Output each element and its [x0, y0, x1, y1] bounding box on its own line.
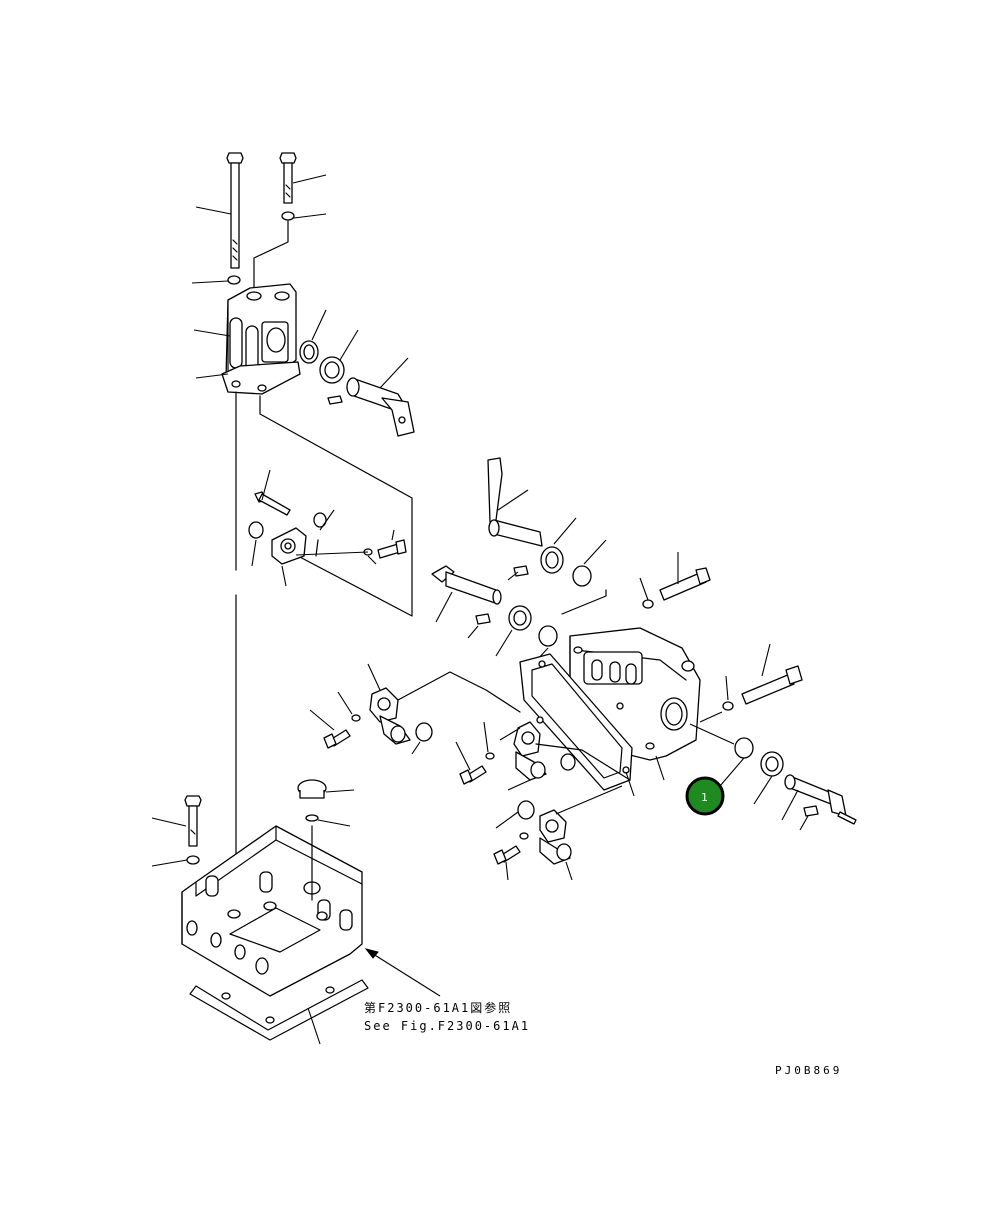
plug: [297, 779, 327, 799]
washer: [281, 211, 295, 221]
right-shaft-group: [719, 737, 857, 831]
washer: [351, 714, 361, 722]
right-lever: [487, 457, 543, 547]
left-linkage-3: [493, 785, 623, 881]
upper-assembly: [191, 152, 415, 437]
bearing: [760, 751, 784, 777]
right-lever-shaft: [784, 774, 857, 825]
bolt: [377, 539, 407, 559]
bearing: [508, 605, 532, 631]
middle-lever-shaft: [431, 565, 502, 605]
bolt: [459, 765, 487, 785]
washer: [642, 599, 654, 609]
left-linkage-2: [455, 721, 631, 791]
bolt: [323, 729, 351, 749]
bushing: [734, 737, 754, 759]
bushing: [415, 722, 433, 742]
upper-bushing: [299, 340, 319, 364]
collar: [313, 512, 327, 528]
washer: [722, 701, 734, 711]
lower-assembly: [151, 779, 369, 1045]
left-linkage-1: [309, 663, 433, 755]
bolt: [184, 795, 202, 847]
callout-marker-1[interactable]: 1: [685, 776, 725, 816]
upper-bearing: [319, 356, 345, 384]
middle-left-group: [248, 469, 407, 587]
washer: [227, 275, 241, 285]
callout-label: 1: [701, 791, 708, 804]
group-boundary: [259, 395, 413, 617]
middle-shaft-group: [431, 565, 558, 673]
long-bolt: [659, 567, 711, 601]
drawing-code: PJ0B869: [775, 1064, 842, 1077]
lower-gasket: [189, 979, 369, 1041]
bolt: [493, 845, 521, 865]
bushing: [538, 625, 558, 647]
port: [660, 697, 688, 731]
body-leader: [655, 755, 665, 781]
link-guide-line: [397, 671, 521, 713]
reference-note-jp: 第F2300-61A1図参照: [364, 1000, 512, 1015]
gasket-leader: [625, 771, 635, 797]
o-ring: [305, 814, 319, 822]
washer: [186, 855, 200, 865]
pin: [475, 613, 491, 625]
bushing: [517, 800, 535, 820]
bolt: [254, 491, 291, 516]
right-long-bolt: [689, 643, 803, 745]
bushing: [560, 753, 576, 771]
pin: [327, 395, 343, 405]
bushing: [248, 521, 264, 539]
reference-callout: 第F2300-61A1図参照 See Fig.F2300-61A1: [364, 948, 530, 1033]
right-lever-group: [487, 457, 711, 615]
upper-valve-housing: [221, 283, 301, 395]
washer: [519, 832, 529, 840]
long-bolt: [226, 152, 244, 269]
reference-note-en: See Fig.F2300-61A1: [364, 1019, 530, 1033]
pin: [803, 805, 819, 817]
short-bolt: [279, 152, 297, 204]
bushing: [572, 565, 592, 587]
washer: [485, 752, 495, 760]
lower-valve-body: [181, 825, 363, 997]
lever-bracket: [271, 527, 307, 565]
upper-leaders: [191, 174, 409, 389]
pin: [513, 565, 529, 577]
upper-lever-shaft: [346, 377, 415, 437]
gasket: [519, 653, 633, 791]
bearing: [540, 546, 564, 574]
